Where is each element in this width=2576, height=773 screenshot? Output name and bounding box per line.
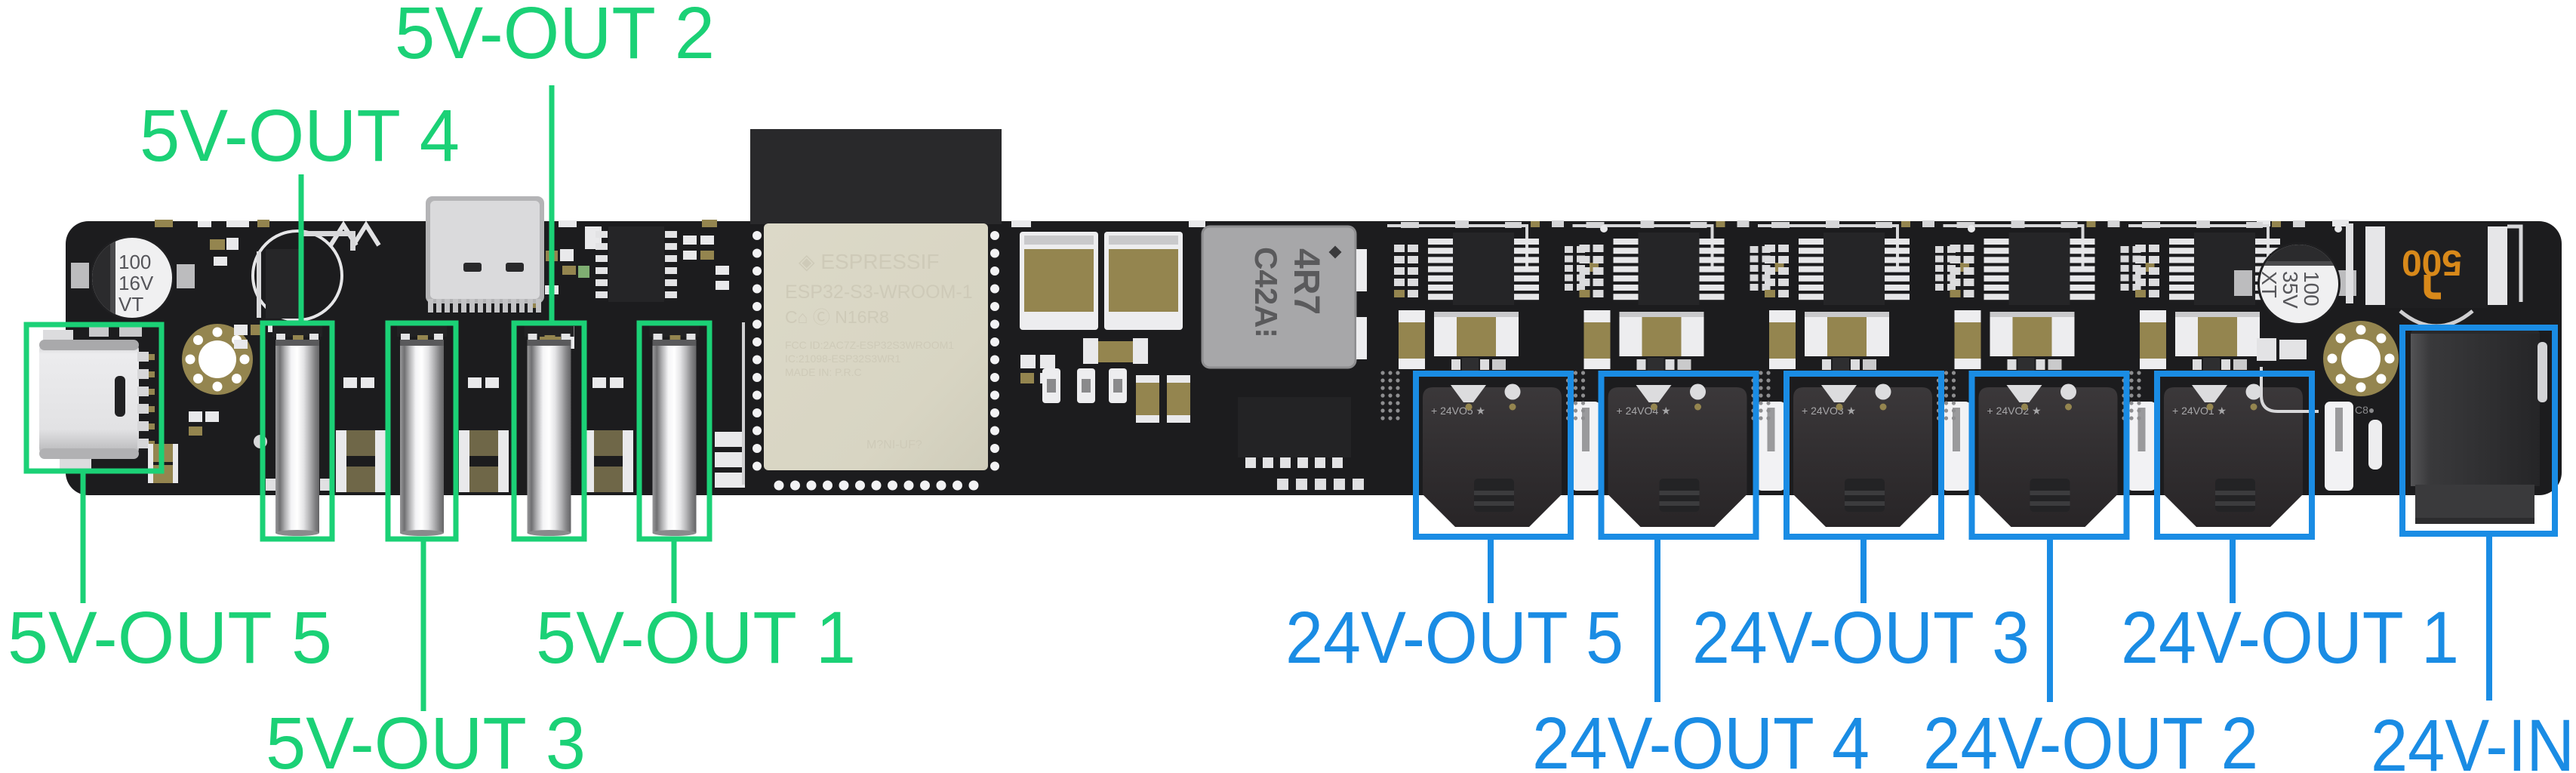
svg-text:24V-OUT 3: 24V-OUT 3 <box>1692 596 2030 679</box>
svg-text:5V-OUT 4: 5V-OUT 4 <box>140 94 460 177</box>
svg-text:24V-OUT 4: 24V-OUT 4 <box>1532 702 1870 773</box>
svg-text:M?NI-UF?: M?NI-UF? <box>866 439 922 451</box>
svg-text:16V: 16V <box>118 272 154 294</box>
svg-text:24V-OUT 1: 24V-OUT 1 <box>2121 596 2459 679</box>
svg-text:IC:21098-ESP32S3WR1: IC:21098-ESP32S3WR1 <box>785 353 901 365</box>
svg-text:C42A⁝: C42A⁝ <box>1248 247 1284 338</box>
svg-text:ESP32-S3-WROOM-1: ESP32-S3-WROOM-1 <box>785 282 973 303</box>
svg-text:5V-OUT 3: 5V-OUT 3 <box>266 702 586 773</box>
svg-text:24V-OUT 5: 24V-OUT 5 <box>1285 596 1623 679</box>
svg-text:500: 500 <box>2402 242 2462 282</box>
svg-text:5V-OUT 5: 5V-OUT 5 <box>8 596 332 679</box>
svg-text:FCC ID:2AC7Z-ESP32S3WROOM1: FCC ID:2AC7Z-ESP32S3WROOM1 <box>785 339 954 351</box>
svg-text:+ 24VO5 ★: + 24VO5 ★ <box>1431 405 1485 417</box>
svg-text:100: 100 <box>2300 271 2323 306</box>
svg-text:+ 24VO4 ★: + 24VO4 ★ <box>1617 405 1671 417</box>
svg-text:+ 24VO3 ★: + 24VO3 ★ <box>1802 405 1856 417</box>
svg-text:XT: XT <box>2257 271 2281 298</box>
svg-text:C8●: C8● <box>2355 404 2374 416</box>
svg-text:C⌂ Ⓒ N16R8: C⌂ Ⓒ N16R8 <box>785 307 889 327</box>
svg-text:MADE IN: P.R.C: MADE IN: P.R.C <box>785 366 862 378</box>
svg-text:◈ ESPRESSIF: ◈ ESPRESSIF <box>799 250 939 273</box>
svg-text:+ 24VO1 ★: + 24VO1 ★ <box>2172 405 2227 417</box>
svg-text:5V-OUT 2: 5V-OUT 2 <box>395 0 715 74</box>
svg-text:24V-IN: 24V-IN <box>2371 704 2574 773</box>
svg-text:100: 100 <box>118 251 151 273</box>
svg-text:+ 24VO2 ★: + 24VO2 ★ <box>1987 405 2042 417</box>
svg-text:24V-OUT 2: 24V-OUT 2 <box>1923 702 2258 773</box>
svg-text:4R7: 4R7 <box>1286 248 1326 315</box>
svg-text:VT: VT <box>118 293 143 316</box>
svg-text:35V: 35V <box>2279 271 2302 309</box>
svg-text:5V-OUT 1: 5V-OUT 1 <box>536 596 856 679</box>
